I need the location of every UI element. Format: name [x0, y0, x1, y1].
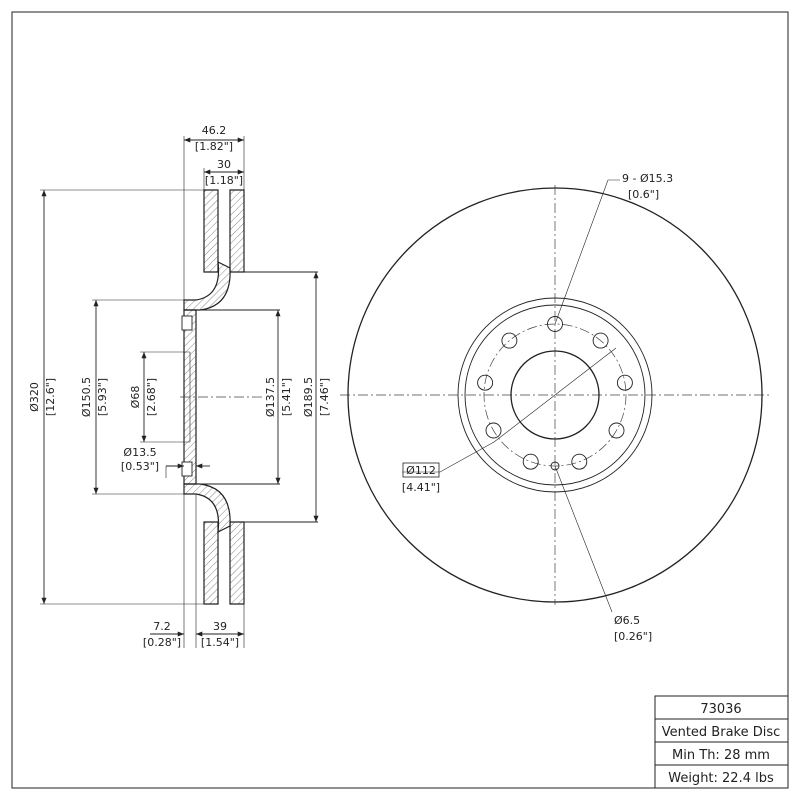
center-bore [510, 350, 600, 440]
dim-hat-outer-mm: Ø189.5 [302, 377, 315, 417]
min-thickness: Min Th: 28 mm [672, 748, 770, 763]
bolt-circle-box [402, 462, 440, 478]
dim-offset-mm: 7.2 [153, 620, 171, 633]
bolt-hole [477, 374, 494, 391]
locator-hole-mm: Ø6.5 [614, 614, 640, 627]
dim-thk-inch: [1.18"] [205, 174, 243, 187]
dim-od-inch: [12.6"] [44, 378, 57, 416]
dim-hat-outer-inch: [7.46"] [318, 378, 331, 416]
dim-hub-inch: [0.53"] [121, 460, 159, 473]
outer-rim [347, 187, 763, 603]
dim-hat-inch: [5.93"] [96, 378, 109, 416]
bolt-hole [592, 332, 609, 349]
dim-hub-mm: Ø13.5 [123, 446, 156, 459]
hub-bolt-hole-upper [181, 315, 193, 331]
dim-width-inch: [1.82"] [195, 140, 233, 153]
part-description: Vented Brake Disc [662, 725, 781, 740]
locator-leader [554, 465, 613, 613]
bolt-hole [501, 332, 518, 349]
dim-offset-inch: [0.28"] [143, 636, 181, 649]
part-number: 73036 [700, 702, 741, 717]
bolt-hole-group [477, 316, 633, 470]
friction-ring-lower-inner [229, 521, 245, 605]
dim-od-mm: Ø320 [28, 382, 41, 412]
dim-hat-mm: Ø150.5 [80, 377, 93, 417]
dim-inner-friction-inch: [5.41"] [280, 378, 293, 416]
dim-height-mm: 39 [213, 620, 227, 633]
hat-inner-circle [464, 304, 646, 486]
bolt-hole [571, 453, 588, 470]
section-view: Ø320 [12.6"] Ø150.5 [5.93"] Ø68 [2.68"] … [28, 124, 331, 649]
bolt-hole [485, 422, 502, 439]
bolt-hole [608, 422, 625, 439]
friction-ring-upper-outer [203, 189, 219, 273]
friction-ring-lower-outer [203, 521, 219, 605]
locator-hole [550, 461, 560, 471]
dim-height-inch: [1.54"] [201, 636, 239, 649]
front-view: 9 - Ø15.3 [0.6"] Ø112 [4.41"] Ø6.5 [0.26… [340, 172, 770, 643]
bolt-hole [547, 316, 563, 332]
locator-hole-inch: [0.26"] [614, 630, 652, 643]
drawing-frame [11, 11, 789, 789]
hub-bolt-hole-lower [181, 461, 193, 477]
bolt-circle-leader [402, 441, 495, 473]
title-block: 73036 Vented Brake Disc Min Th: 28 mm We… [654, 695, 789, 789]
bolt-circle-dim-line [493, 347, 617, 443]
weight: Weight: 22.4 lbs [668, 771, 774, 786]
dim-inner-friction-mm: Ø137.5 [264, 377, 277, 417]
bolt-hole [522, 453, 539, 470]
hat-outer-circle [457, 297, 653, 493]
dim-bore-mm: Ø68 [129, 386, 142, 409]
bolt-holes-inch: [0.6"] [628, 188, 659, 201]
bolt-circle-mm: Ø112 [406, 464, 436, 477]
dim-bore-inch: [2.68"] [145, 378, 158, 416]
friction-ring-upper-inner [229, 189, 245, 273]
bolt-holes-mm: 9 - Ø15.3 [622, 172, 673, 185]
bolt-hole-leader [554, 179, 620, 325]
dim-width-mm: 46.2 [202, 124, 227, 137]
bolt-circle-inch: [4.41"] [402, 481, 440, 494]
dim-thk-mm: 30 [217, 158, 231, 171]
bolt-hole [616, 374, 633, 391]
